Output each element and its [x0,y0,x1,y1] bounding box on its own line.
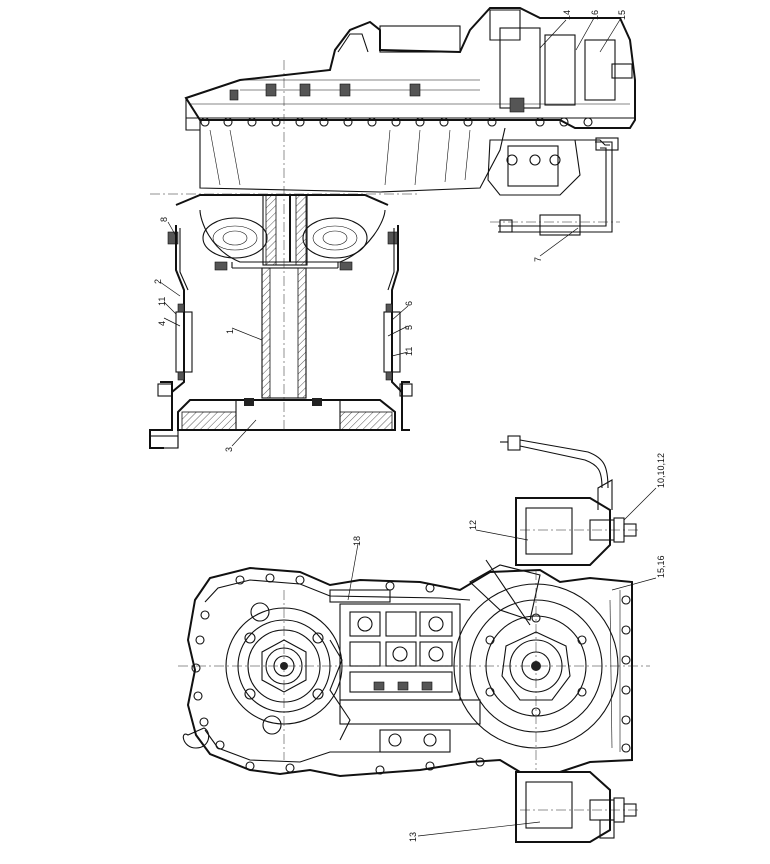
upper-mount-bracket [469,435,640,626]
callout-15: 15 [617,10,627,20]
callout-7: 7 [533,257,543,262]
callout-14: 14 [562,10,572,20]
top-valve-details [229,83,525,113]
callout-4: 4 [157,321,167,326]
callout-6: 6 [404,301,414,306]
lower-column-section [149,225,413,449]
flange-bolt-row [200,117,593,127]
callout-16: 16 [590,10,600,20]
side-elevation-view [149,7,636,449]
callout-10-10-12: 10,10,12 [656,453,666,488]
callout-11-right: 11 [404,347,414,356]
callout-5: 5 [404,325,414,330]
plan-edge-bolts [191,573,631,775]
lower-mount-bracket [515,771,640,843]
callout-2: 2 [153,279,163,284]
bottom-view-leaders [347,487,657,837]
torque-converter-section [167,194,399,271]
callout-1: 1 [225,329,235,334]
callout-12: 12 [468,520,478,530]
callout-15-16: 15,16 [656,555,666,578]
plan-view [178,435,650,843]
callout-18: 18 [352,536,362,546]
callout-13: 13 [408,832,418,842]
callout-8: 8 [159,217,169,222]
callout-3: 3 [224,447,234,452]
callout-11-left: 11 [157,297,167,306]
central-valve-body [329,589,481,753]
top-view-leaders [159,17,622,447]
